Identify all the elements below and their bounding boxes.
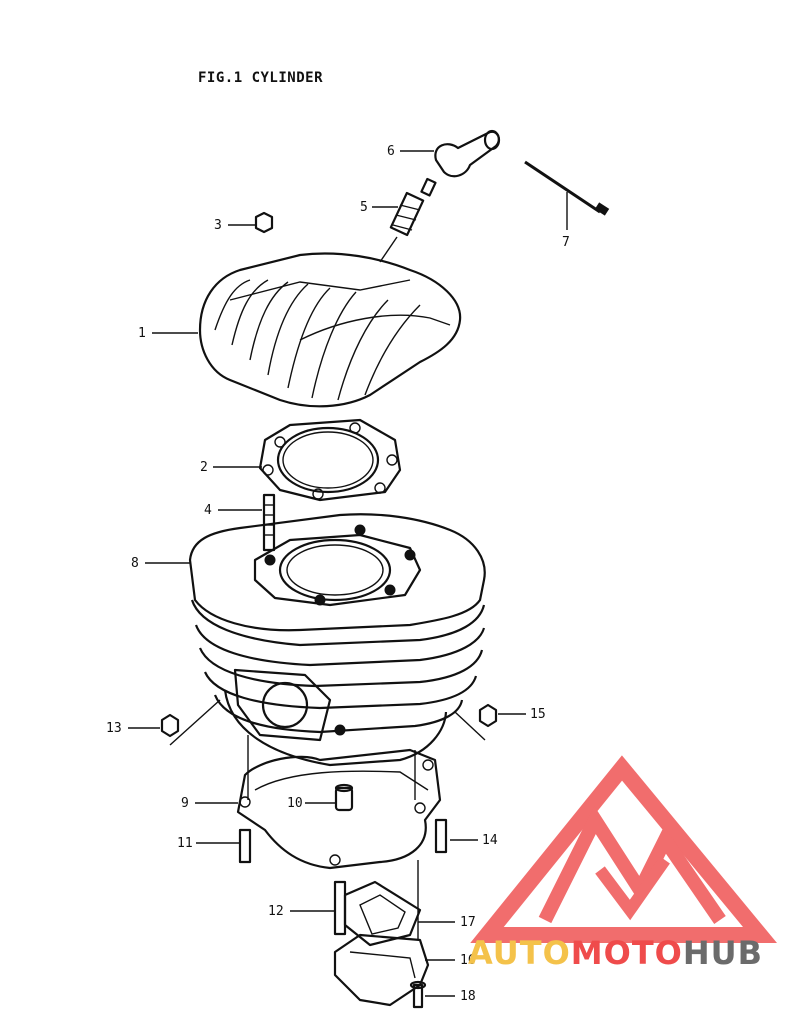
callout-7: 7 <box>562 235 570 250</box>
watermark-moto: MOTO <box>570 934 683 972</box>
long-bolt <box>524 160 610 216</box>
figure-title: FIG.1 CYLINDER <box>198 70 324 86</box>
callout-18: 18 <box>460 989 476 1004</box>
cylinder-stud <box>262 493 276 552</box>
base-nut-left <box>160 713 180 738</box>
callout-13: 13 <box>106 721 122 736</box>
callout-labels: 1 2 3 4 5 6 7 8 9 10 11 12 13 14 15 16 1… <box>106 144 570 1004</box>
cylinder-head <box>198 252 462 408</box>
callout-9: 9 <box>181 796 189 811</box>
callout-5: 5 <box>360 200 368 215</box>
callout-12: 12 <box>268 904 284 919</box>
base-gasket <box>236 748 442 870</box>
watermark-auto: AUTO <box>468 934 571 972</box>
callout-11: 11 <box>177 836 193 851</box>
callout-8: 8 <box>131 556 139 571</box>
head-gasket <box>258 418 402 502</box>
intake-stud <box>333 880 347 936</box>
stud-left <box>238 828 252 864</box>
callout-6: 6 <box>387 144 395 159</box>
callout-14: 14 <box>482 833 498 848</box>
watermark-hub: HUB <box>682 934 764 972</box>
manifold-bolt <box>409 980 427 1009</box>
callout-17: 17 <box>460 915 476 930</box>
callout-2: 2 <box>200 460 208 475</box>
callout-3: 3 <box>214 218 222 233</box>
callout-15: 15 <box>530 707 546 722</box>
leader-lines <box>128 150 568 997</box>
spark-plug <box>379 177 437 263</box>
head-nut <box>254 211 274 234</box>
plug-cap <box>434 129 501 178</box>
callout-16: 16 <box>460 953 476 968</box>
base-nut-right <box>478 703 498 728</box>
watermark-logo <box>470 755 777 943</box>
cylinder-block <box>188 513 486 767</box>
stud-right <box>434 818 448 854</box>
callout-10: 10 <box>287 796 303 811</box>
reed-gasket <box>343 880 422 947</box>
callout-4: 4 <box>204 503 212 518</box>
watermark-text: AUTOMOTOHUB <box>468 934 763 972</box>
dowel-pin <box>334 783 354 812</box>
callout-1: 1 <box>138 326 146 341</box>
alignment-lines <box>169 699 486 940</box>
